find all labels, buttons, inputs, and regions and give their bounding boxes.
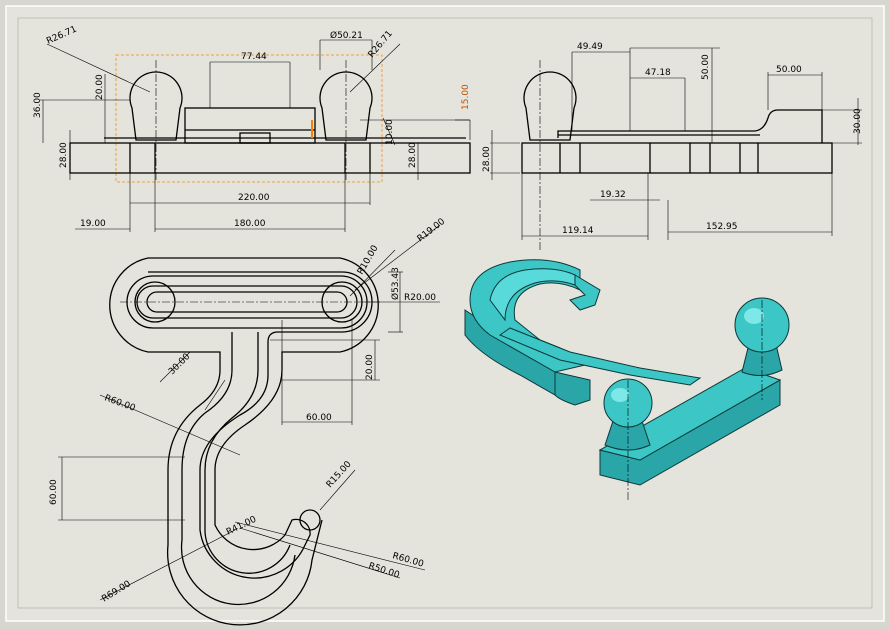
hook-outer-outline <box>109 257 379 626</box>
front-view-right-knob <box>319 71 373 141</box>
sheet-inner-border <box>17 17 873 609</box>
front-view-left-knob <box>129 71 183 141</box>
dim-15[interactable]: 15.00 <box>461 84 471 110</box>
dim-phi-50[interactable]: Ø50.21 <box>330 30 363 41</box>
dim-r20[interactable]: R20.00 <box>404 293 436 303</box>
hook-stem-inner <box>180 332 296 606</box>
side-view[interactable]: 49.49 47.18 50.00 50.00 30.00 28.00 19.3… <box>482 42 863 250</box>
dim-220[interactable]: 220.00 <box>238 193 270 203</box>
dim-50-horizontal[interactable]: 50.00 <box>776 65 802 75</box>
side-view-base <box>521 142 833 174</box>
model-rail <box>498 327 702 386</box>
dim-20-top[interactable]: 20.00 <box>365 354 375 380</box>
front-view[interactable]: R26.71 77.44 Ø50.21 R26.71 36.00 20.00 1… <box>33 25 471 232</box>
dim-28-side[interactable]: 28.00 <box>482 146 492 172</box>
model-ring-tab <box>569 274 601 311</box>
dim-28-left[interactable]: 28.00 <box>59 142 69 168</box>
dim-phi-53[interactable]: Ø53.43 <box>390 267 401 300</box>
dim-36[interactable]: 36.00 <box>33 92 43 118</box>
dim-20[interactable]: 20.00 <box>95 74 105 100</box>
isometric-model[interactable] <box>464 259 790 500</box>
dim-119-14[interactable]: 119.14 <box>562 226 594 236</box>
side-view-rail <box>557 109 823 143</box>
dim-152-95[interactable]: 152.95 <box>706 222 738 232</box>
dim-60-top[interactable]: 60.00 <box>306 413 332 423</box>
dim-49-49[interactable]: 49.49 <box>577 42 603 52</box>
dim-180[interactable]: 180.00 <box>234 219 266 229</box>
dim-50-vertical[interactable]: 50.00 <box>701 54 711 80</box>
dim-19-32[interactable]: 19.32 <box>600 190 626 200</box>
dim-60-vertical[interactable]: 60.00 <box>49 479 59 505</box>
side-view-knob <box>523 71 577 141</box>
dim-28-right[interactable]: 28.00 <box>408 142 418 168</box>
dim-30[interactable]: 30.00 <box>853 108 863 134</box>
hook-tip-round <box>299 509 321 531</box>
dim-77-44[interactable]: 77.44 <box>241 52 267 62</box>
dim-10[interactable]: 10.00 <box>385 119 395 145</box>
dim-19[interactable]: 19.00 <box>80 219 106 229</box>
dim-47-18[interactable]: 47.18 <box>645 68 671 78</box>
hook-stem-middle <box>204 332 291 574</box>
front-view-selection-box <box>115 54 383 183</box>
